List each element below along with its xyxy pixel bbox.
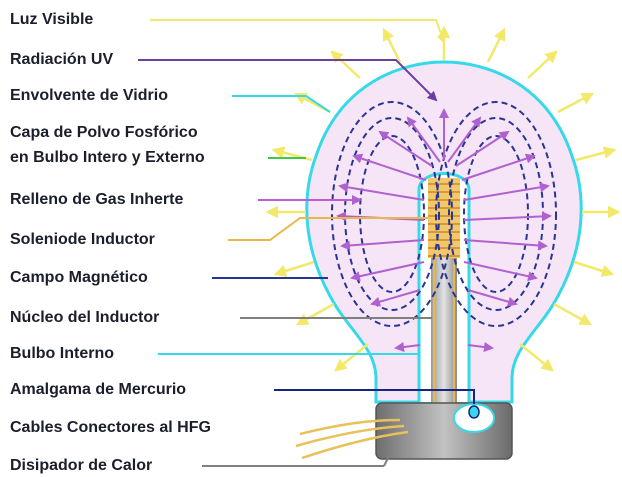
leader-luz-visible	[150, 19, 446, 44]
leader-solenoide	[228, 217, 428, 241]
label-cables: Cables Conectores al HFG	[10, 419, 211, 436]
label-nucleo-inductor: Núcleo del Inductor	[10, 309, 160, 326]
leader-amalgama	[274, 389, 475, 404]
label-radiacion-uv: Radiación UV	[10, 51, 114, 68]
label-relleno-gas: Relleno de Gas Inherte	[10, 191, 184, 208]
visible-light-rays	[265, 25, 621, 372]
label-solenoide: Soleniode Inductor	[10, 231, 155, 248]
label-campo-magnetico: Campo Magnético	[10, 269, 148, 286]
leader-radiacion-uv	[138, 59, 438, 102]
label-capa-polvo-line1: Capa de Polvo Fosfórico	[10, 124, 198, 141]
amalgam-drop	[468, 405, 480, 419]
label-capa-polvo-line2: en Bulbo Intero y Externo	[10, 149, 205, 166]
label-bulbo-interno: Bulbo Interno	[10, 345, 114, 362]
connector-cables	[295, 418, 409, 460]
leader-envolvente	[232, 95, 331, 113]
label-amalgama: Amalgama de Mercurio	[10, 381, 187, 398]
label-luz-visible: Luz Visible	[10, 11, 94, 28]
label-envolvente-vidrio: Envolvente de Vidrio	[10, 87, 168, 104]
leader-lines	[138, 19, 475, 467]
solenoid-coil	[428, 178, 460, 258]
label-disipador: Disipador de Calor	[10, 457, 153, 474]
